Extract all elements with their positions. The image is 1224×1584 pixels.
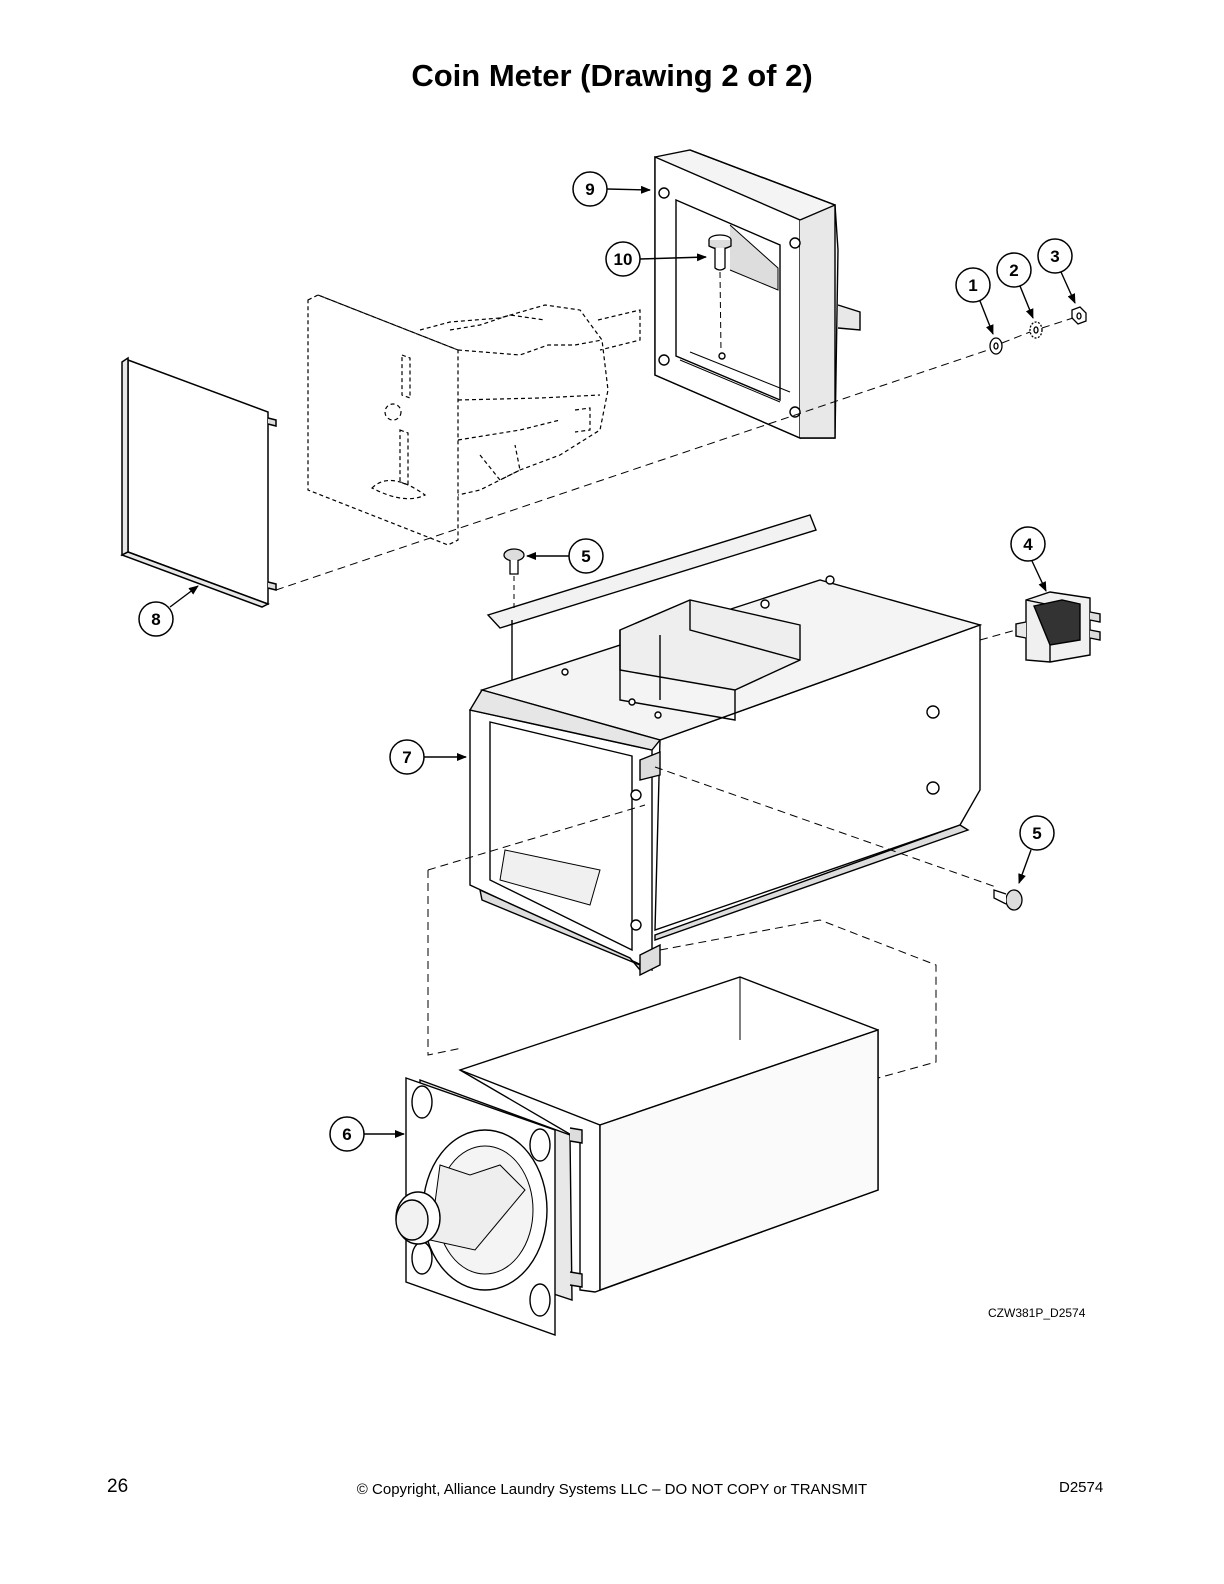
callout-label: 2 [1009,261,1018,280]
callout-label: 5 [581,547,590,566]
footer-page-number: 26 [107,1476,129,1497]
callout-6: 6 [329,1116,405,1152]
assembly-guide-lines [275,317,1074,1079]
callout-7: 7 [389,739,467,775]
part-3-nut [1071,306,1087,325]
page-title: Coin Meter (Drawing 2 of 2) [411,58,813,93]
coin-acceptor-reference [307,294,641,546]
callout-1: 1 [955,267,994,335]
callout-10: 10 [605,241,707,277]
footer-doc-code: D2574 [1059,1479,1104,1496]
callout-label: 3 [1050,247,1059,266]
footer-copyright: © Copyright, Alliance Laundry Systems LL… [356,1481,868,1498]
callout-3: 3 [1037,238,1076,304]
callout-5-lower: 5 [1018,815,1055,884]
callout-label: 1 [968,276,977,295]
drawing-id-label: CZW381P_D2574 [988,1306,1086,1320]
callout-label: 4 [1023,535,1033,554]
callout-label: 10 [614,250,633,269]
callout-label: 7 [402,748,411,767]
part-4-rocker-switch [1015,591,1101,663]
part-6-coin-box [395,976,879,1336]
callout-5-upper: 5 [526,538,604,574]
part-5-screw-upper [503,548,525,575]
callout-label: 9 [585,180,594,199]
callout-9: 9 [572,171,651,207]
part-8-cover-plate [120,356,277,608]
part-5-screw-lower [993,889,1023,911]
part-1-washer [989,337,1003,355]
part-2-lock-washer [1029,321,1043,339]
callout-label: 6 [342,1125,351,1144]
callout-2: 2 [996,252,1034,319]
part-7-meter-housing [468,514,983,977]
part-9-bezel-frame [654,149,861,440]
callout-label: 8 [151,610,160,629]
callout-4: 4 [1010,526,1047,592]
callout-label: 5 [1032,824,1041,843]
callout-8: 8 [138,585,199,637]
part-10-screw [708,234,732,271]
